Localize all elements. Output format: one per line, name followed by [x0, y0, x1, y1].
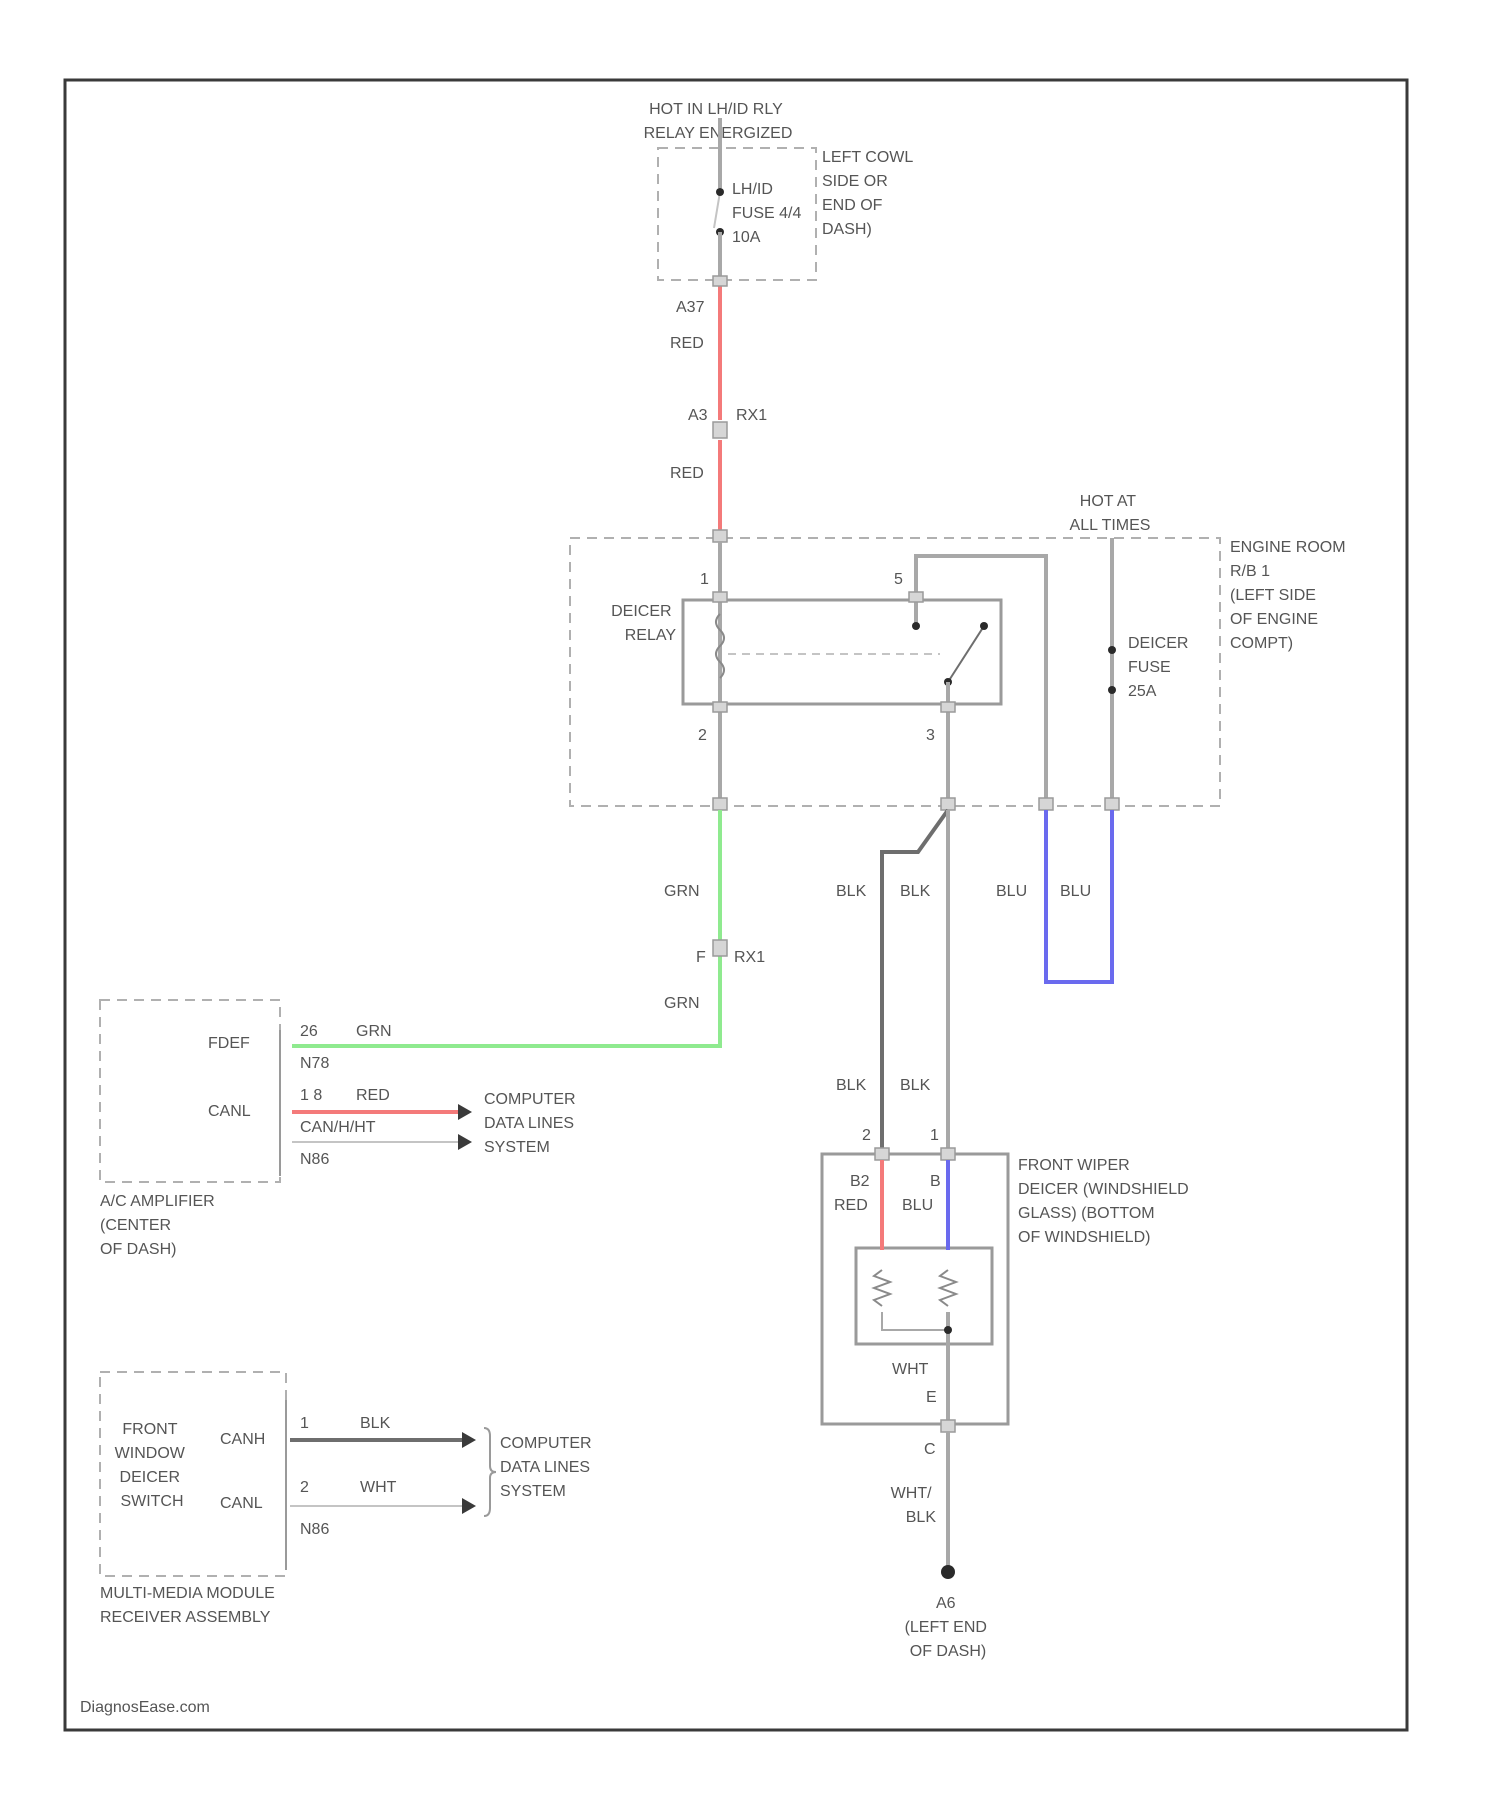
connector-a3 — [713, 422, 727, 438]
deicer-relay-label: DEICER RELAY — [611, 603, 676, 644]
switch-pin-2-label: 2 — [300, 1479, 309, 1496]
rb-pin-grn — [713, 798, 727, 810]
relay-pin-2-label: 2 — [698, 727, 707, 744]
deicer-switch-label: FRONT WINDOW DEICER SWITCH — [115, 1421, 190, 1510]
heater-junction — [944, 1326, 952, 1334]
canl-pin-label: 1 8 — [300, 1087, 322, 1104]
switch-blk-arrow — [462, 1432, 476, 1448]
green-wire-label-2: GRN — [664, 995, 700, 1012]
heater-b-label: B — [930, 1173, 941, 1190]
ground-label: A6 (LEFT END OF DASH) — [905, 1595, 992, 1660]
heater-e-label: E — [926, 1389, 937, 1406]
wht-switch-label: WHT — [360, 1479, 397, 1496]
relay-pin-5-label: 5 — [894, 571, 903, 588]
ac-amplifier-outline — [100, 1000, 280, 1182]
switch-wht-arrow — [462, 1498, 476, 1514]
engine-room-label: ENGINE ROOM R/B 1 (LEFT SIDE OF ENGINE C… — [1230, 539, 1350, 652]
wiper-deicer-label: FRONT WIPER DEICER (WINDSHIELD GLASS) (B… — [1018, 1157, 1193, 1246]
wht-label: WHT — [892, 1361, 929, 1378]
switch-pin-1-label: 1 — [300, 1415, 309, 1432]
n86-label-1: N86 — [300, 1151, 329, 1168]
red-wire-label-2: RED — [670, 465, 704, 482]
green-wire-label-1: GRN — [664, 883, 700, 900]
rb-pin-blk — [941, 798, 955, 810]
heater-red-label: RED — [834, 1197, 868, 1214]
connector-f-label: F — [696, 949, 706, 966]
fdef-terminal-label: FDEF — [208, 1035, 250, 1052]
blk-wire-label-3: BLK — [836, 1077, 867, 1094]
heater-element-left — [874, 1270, 890, 1306]
relay-switch-arm — [948, 626, 984, 682]
connector-pin — [713, 276, 727, 286]
hot-at-all-times-label: HOT AT ALL TIMES — [1070, 493, 1151, 534]
deicer-relay — [683, 600, 1001, 704]
canh-terminal-label: CANH — [220, 1431, 265, 1448]
blk-wire-label-2: BLK — [900, 883, 931, 900]
heater-pin-c — [941, 1420, 955, 1432]
canh-label: CAN/H/HT — [300, 1119, 376, 1136]
relay-pin-2 — [713, 702, 727, 712]
canl-terminal-label-2: CANL — [220, 1495, 263, 1512]
deicer-fuse-bottom — [1108, 686, 1116, 694]
diagram-frame — [65, 80, 1407, 1730]
green-wire — [292, 810, 720, 1046]
heater-pin-1-label: 1 — [930, 1127, 939, 1144]
lhd-fuse-link — [714, 192, 720, 228]
heater-pin-1 — [941, 1148, 955, 1160]
fdef-pin-label: 26 — [300, 1023, 318, 1040]
data-lines-brace — [484, 1428, 496, 1516]
ac-amplifier-label: A/C AMPLIFIER (CENTER OF DASH) — [100, 1193, 219, 1258]
heater-blu-label: BLU — [902, 1197, 933, 1214]
relay-contact-fixed — [912, 622, 920, 630]
watermark: DiagnosEase.com — [80, 1699, 210, 1716]
ground-point — [941, 1565, 955, 1579]
connector-f-code: RX1 — [734, 949, 765, 966]
blk-switch-label: BLK — [360, 1415, 391, 1432]
engine-room-top-pin — [713, 530, 727, 542]
heater-pin-c-label: C — [924, 1441, 936, 1458]
red-wire-label: RED — [670, 335, 704, 352]
multimedia-module-label: MULTI-MEDIA MODULE RECEIVER ASSEMBLY — [100, 1585, 279, 1626]
computer-data-lines-label-1: COMPUTER DATA LINES SYSTEM — [484, 1091, 580, 1156]
relay-pin-5 — [909, 592, 923, 602]
fdef-code-label: N78 — [300, 1055, 329, 1072]
connector-a3-code: RX1 — [736, 407, 767, 424]
deicer-fuse-label: DEICER FUSE 25A — [1128, 635, 1193, 700]
blk-wire-label-1: BLK — [836, 883, 867, 900]
amp-canh-arrow — [458, 1134, 472, 1150]
relay-pin-1-label: 1 — [700, 571, 709, 588]
wiper-deicer-heater — [822, 1154, 1008, 1424]
heater-pin-2-label: 2 — [862, 1127, 871, 1144]
blu-wire-label-2: BLU — [1060, 883, 1091, 900]
relay-contact-moving — [980, 622, 988, 630]
canl-terminal-label: CANL — [208, 1103, 251, 1120]
heater-b2-label: B2 — [850, 1173, 870, 1190]
heater-element-common — [882, 1312, 948, 1330]
relay-pin-3-label: 3 — [926, 727, 935, 744]
red-amp-label: RED — [356, 1087, 390, 1104]
amp-red-arrow — [458, 1104, 472, 1120]
relay-pin-3 — [941, 702, 955, 712]
computer-data-lines-label-2: COMPUTER DATA LINES SYSTEM — [500, 1435, 596, 1500]
blu-wire-label-1: BLU — [996, 883, 1027, 900]
relay-switch-link — [916, 556, 1046, 804]
deicer-fuse-top — [1108, 646, 1116, 654]
relay-pin-1 — [713, 592, 727, 602]
blk-wire-left — [882, 810, 948, 1150]
fuse-terminal-top — [716, 188, 724, 196]
rb-pin-blu-1 — [1039, 798, 1053, 810]
heater-pin-2 — [875, 1148, 889, 1160]
wht-blk-label: WHT/ BLK — [891, 1485, 937, 1526]
connector-a3-label: A3 — [688, 407, 708, 424]
connector-f — [713, 940, 727, 956]
wire-a37-label: A37 — [676, 299, 705, 316]
n86-label-2: N86 — [300, 1521, 329, 1538]
grn-amp-label: GRN — [356, 1023, 392, 1040]
blk-wire-label-4: BLK — [900, 1077, 931, 1094]
rb-pin-blu-2 — [1105, 798, 1119, 810]
fuse-block-location-label: LEFT COWL SIDE OR END OF DASH) — [822, 149, 917, 238]
lhd-fuse-label: LH/ID FUSE 4/4 10A — [732, 181, 806, 246]
heater-element-right — [940, 1270, 956, 1306]
